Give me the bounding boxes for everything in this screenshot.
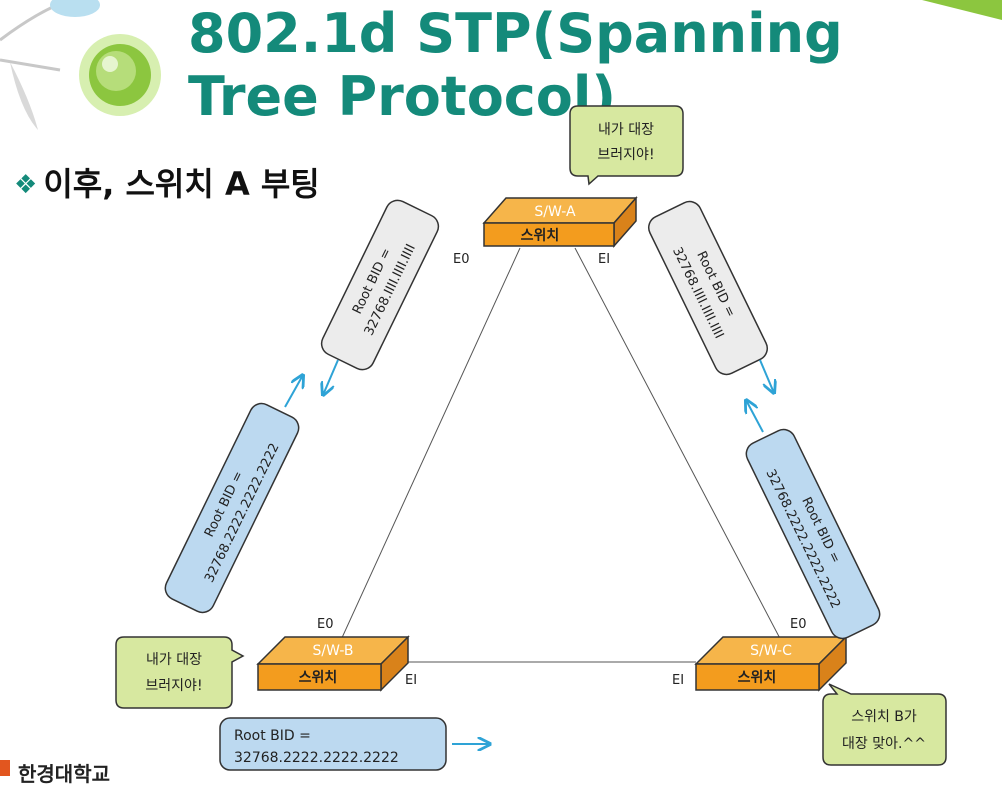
logo-text: 한경대학교 <box>18 762 110 786</box>
speech-a-line2: 브러지야! <box>597 147 654 163</box>
decorative-leaf-graphic <box>0 0 161 130</box>
bpdu-a-left-arrow <box>323 359 339 395</box>
bpdu-b-bottom-line2: 32768.2222.2222.2222 <box>234 750 399 766</box>
speech-c-line2: 대장 맞아.^^ <box>842 736 926 752</box>
speech-c-line1: 스위치 B가 <box>851 709 917 725</box>
port-c-e0: E0 <box>790 617 807 632</box>
switch-a: S/W-A 스위치 <box>482 196 638 248</box>
switch-c-label: 스위치 <box>738 670 777 686</box>
switch-b-name: S/W-B <box>312 643 353 659</box>
speech-bubble-c: 스위치 B가 대장 맞아.^^ <box>822 683 947 766</box>
switch-b: S/W-B 스위치 <box>256 635 410 692</box>
switch-a-label: 스위치 <box>521 228 560 244</box>
bpdu-c-right-arrow <box>746 400 764 433</box>
port-a-e1: EI <box>598 252 610 267</box>
logo-mark <box>0 760 10 776</box>
bpdu-b-bottom-line1: Root BID = <box>234 728 311 744</box>
slide-subtitle: ❖이후, 스위치 A 부팅 <box>14 163 320 206</box>
bpdu-a-left: Root BID = 32768.IIII.IIII.IIII <box>320 199 440 371</box>
subtitle-text: 이후, 스위치 A 부팅 <box>43 165 320 203</box>
switch-c-name: S/W-C <box>750 643 792 659</box>
speech-bubble-b: 내가 대장 브러지야! <box>115 636 245 709</box>
link-a-c <box>574 247 786 649</box>
port-b-e0: E0 <box>317 617 334 632</box>
speech-a-line1: 내가 대장 <box>598 122 654 138</box>
speech-b-line1: 내가 대장 <box>146 652 202 668</box>
corner-accent <box>922 0 1002 20</box>
port-b-e1: EI <box>405 673 417 688</box>
link-a-b <box>329 247 521 665</box>
port-a-e0: E0 <box>453 252 470 267</box>
speech-bubble-a: 내가 대장 브러지야! <box>569 105 684 186</box>
university-logo: 한경대학교 <box>0 754 200 786</box>
bpdu-b-bottom: Root BID = 32768.2222.2222.2222 <box>219 717 447 771</box>
speech-b-line2: 브러지야! <box>145 678 202 694</box>
diamond-bullet-icon: ❖ <box>14 170 38 200</box>
port-c-e1: EI <box>672 673 684 688</box>
slide-title: 802.1d STP(Spanning Tree Protocol) <box>188 2 843 128</box>
switch-c: S/W-C 스위치 <box>694 635 848 692</box>
switch-a-name: S/W-A <box>534 204 576 220</box>
bpdu-b-left-arrow <box>284 375 303 408</box>
switch-b-label: 스위치 <box>299 670 338 686</box>
bpdu-b-left: Root BID = 32768.2222.2222.2222 <box>164 402 300 614</box>
bpdu-a-right: Root BID = 32768.IIII.IIII.IIII <box>647 200 769 376</box>
bpdu-c-right: Root BID = 32768.2222.2222.2222 <box>745 428 881 640</box>
bpdu-a-right-arrow <box>759 359 774 393</box>
